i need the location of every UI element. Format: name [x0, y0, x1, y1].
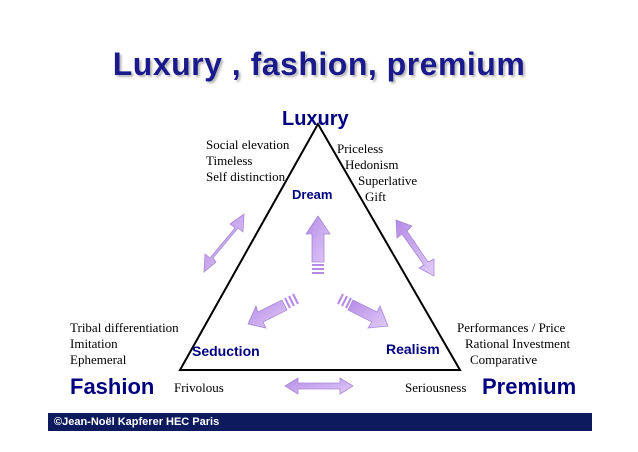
trait-text: Priceless — [337, 141, 384, 156]
arrow-fashion-premium — [284, 377, 354, 395]
luxury-left-traits: Social elevation Timeless Self distincti… — [206, 137, 289, 185]
apex-fashion: Fashion — [70, 374, 155, 399]
trait-frivolous: Frivolous — [174, 380, 224, 395]
copyright-footer: ©Jean-Noël Kapferer HEC Paris — [48, 413, 592, 431]
trait-text: Hedonism — [345, 157, 399, 172]
trait-seriousness: Seriousness — [405, 380, 467, 395]
inner-dream: Dream — [292, 187, 333, 202]
apex-luxury: Luxury — [282, 108, 349, 130]
trait-text: Ephemeral — [70, 352, 127, 367]
trait-text: Gift — [365, 189, 386, 204]
trait-text: Self distinction — [206, 169, 286, 184]
arrow-seduction — [247, 293, 299, 329]
trait-text: Superlative — [358, 173, 418, 188]
trait-text: Timeless — [206, 153, 253, 168]
trait-text: Rational Investment — [465, 336, 571, 351]
arrow-luxury-premium — [395, 219, 435, 277]
trait-text: Imitation — [70, 336, 118, 351]
trait-text: Comparative — [470, 352, 538, 367]
trait-text: Performances / Price — [457, 320, 566, 335]
inner-seduction: Seduction — [192, 343, 260, 359]
trait-text: Social elevation — [206, 137, 290, 152]
fashion-traits: Tribal differentiation Imitation Ephemer… — [70, 320, 179, 368]
arrow-fashion-luxury — [203, 213, 245, 273]
inner-realism: Realism — [386, 341, 440, 357]
arrow-realism — [337, 293, 389, 329]
triangle-outline — [178, 121, 462, 371]
apex-premium: Premium — [482, 374, 577, 399]
page-title: Luxury , fashion, premium — [112, 46, 526, 82]
trait-text: Tribal differentiation — [70, 320, 179, 335]
arrow-up-dream — [305, 215, 331, 274]
